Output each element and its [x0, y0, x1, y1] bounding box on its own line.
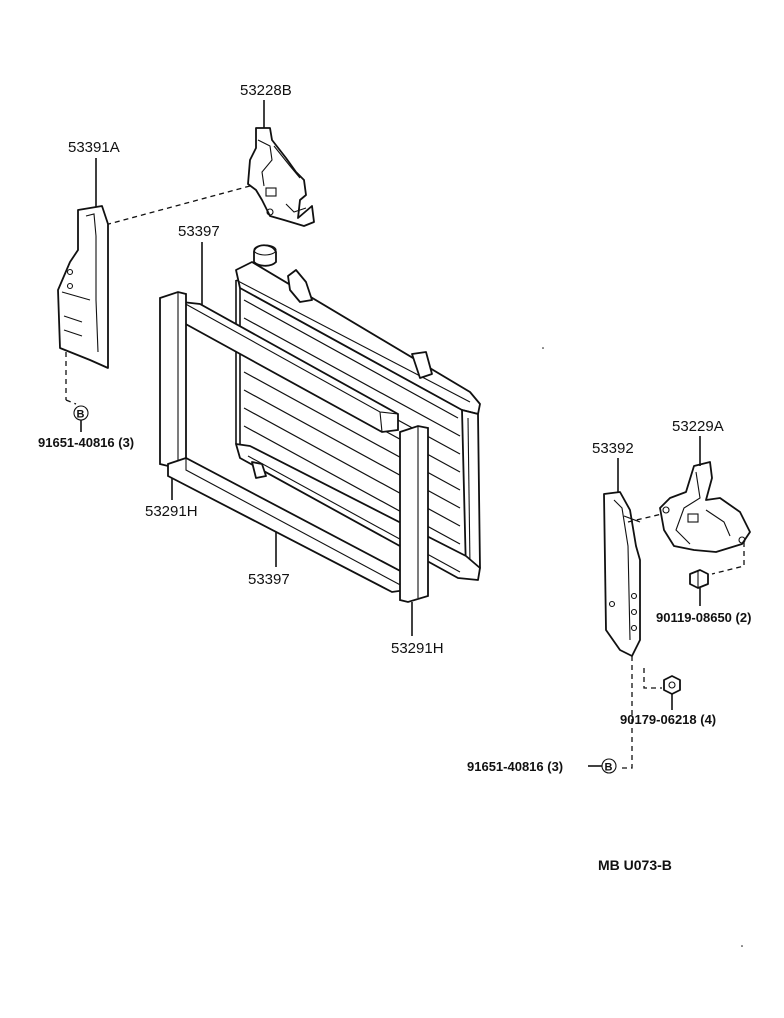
svg-text:B: B — [77, 409, 85, 421]
foam-53291h-right — [399, 425, 429, 603]
diagram-code: MB U073-B — [598, 857, 672, 873]
bracket-53229a — [659, 461, 751, 553]
label-53291h-right: 53291H — [391, 640, 444, 657]
label-53229a: 53229A — [672, 418, 724, 435]
label-53392: 53392 — [592, 440, 634, 457]
bracket-53228b — [247, 127, 315, 227]
nut-90179 — [663, 675, 681, 695]
seal-53392 — [603, 491, 641, 657]
svg-text:B: B — [605, 762, 613, 774]
label-53397-bottom: 53397 — [248, 571, 290, 588]
label-91651-right: 91651-40816 (3) — [467, 759, 563, 774]
foam-53291h-left — [159, 291, 187, 467]
label-53291h-left: 53291H — [145, 503, 198, 520]
label-53228b: 53228B — [240, 82, 292, 99]
seal-53391a — [57, 205, 109, 369]
label-53397-top: 53397 — [178, 223, 220, 240]
bolt-90119 — [689, 569, 709, 589]
label-90119: 90119-08650 (2) — [656, 610, 751, 625]
clip-marker-left: B — [73, 405, 89, 421]
label-53391a: 53391A — [68, 139, 120, 156]
clip-marker-right: B — [601, 758, 617, 774]
label-91651-left: 91651-40816 (3) — [38, 435, 134, 450]
label-90179: 90179-06218 (4) — [620, 712, 716, 727]
